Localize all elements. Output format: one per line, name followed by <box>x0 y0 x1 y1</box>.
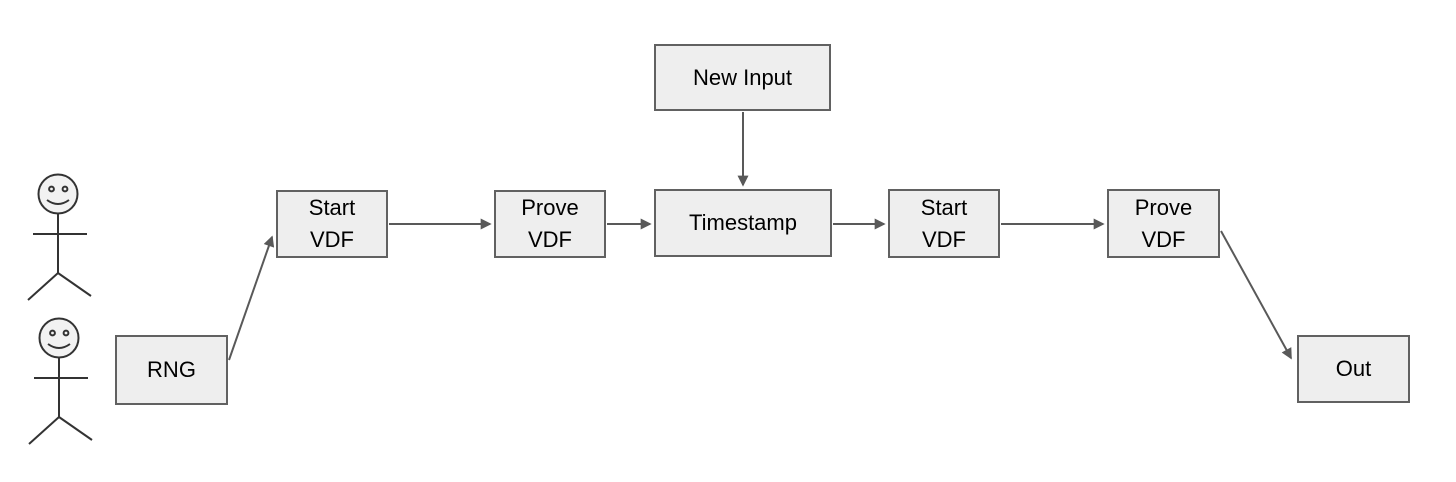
node-timestamp-label: Timestamp <box>689 210 797 235</box>
node-rng: RNG <box>115 335 228 405</box>
arrow-prove-vdf-2-to-out <box>1220 230 1292 360</box>
node-start-vdf-2-label: Start VDF <box>920 194 968 252</box>
person-icon <box>27 173 92 301</box>
node-timestamp: Timestamp <box>654 189 832 257</box>
node-prove-vdf-2-label: Prove VDF <box>1134 194 1193 252</box>
node-new-input: New Input <box>654 44 831 111</box>
node-out-label: Out <box>1335 356 1372 381</box>
node-start-vdf-1-label: Start VDF <box>308 195 356 252</box>
node-start-vdf-1: Start VDF <box>276 190 388 258</box>
arrow-rng-to-start-vdf-1 <box>228 235 275 361</box>
node-rng-label: RNG <box>147 357 196 382</box>
node-prove-vdf-2: Prove VDF <box>1107 189 1220 258</box>
node-prove-vdf-1: Prove VDF <box>494 190 606 258</box>
node-prove-vdf-1-label: Prove VDF <box>521 195 579 252</box>
person-icon <box>28 317 93 445</box>
node-start-vdf-2: Start VDF <box>888 189 1000 258</box>
node-out: Out <box>1297 335 1410 403</box>
node-new-input-label: New Input <box>692 64 793 90</box>
